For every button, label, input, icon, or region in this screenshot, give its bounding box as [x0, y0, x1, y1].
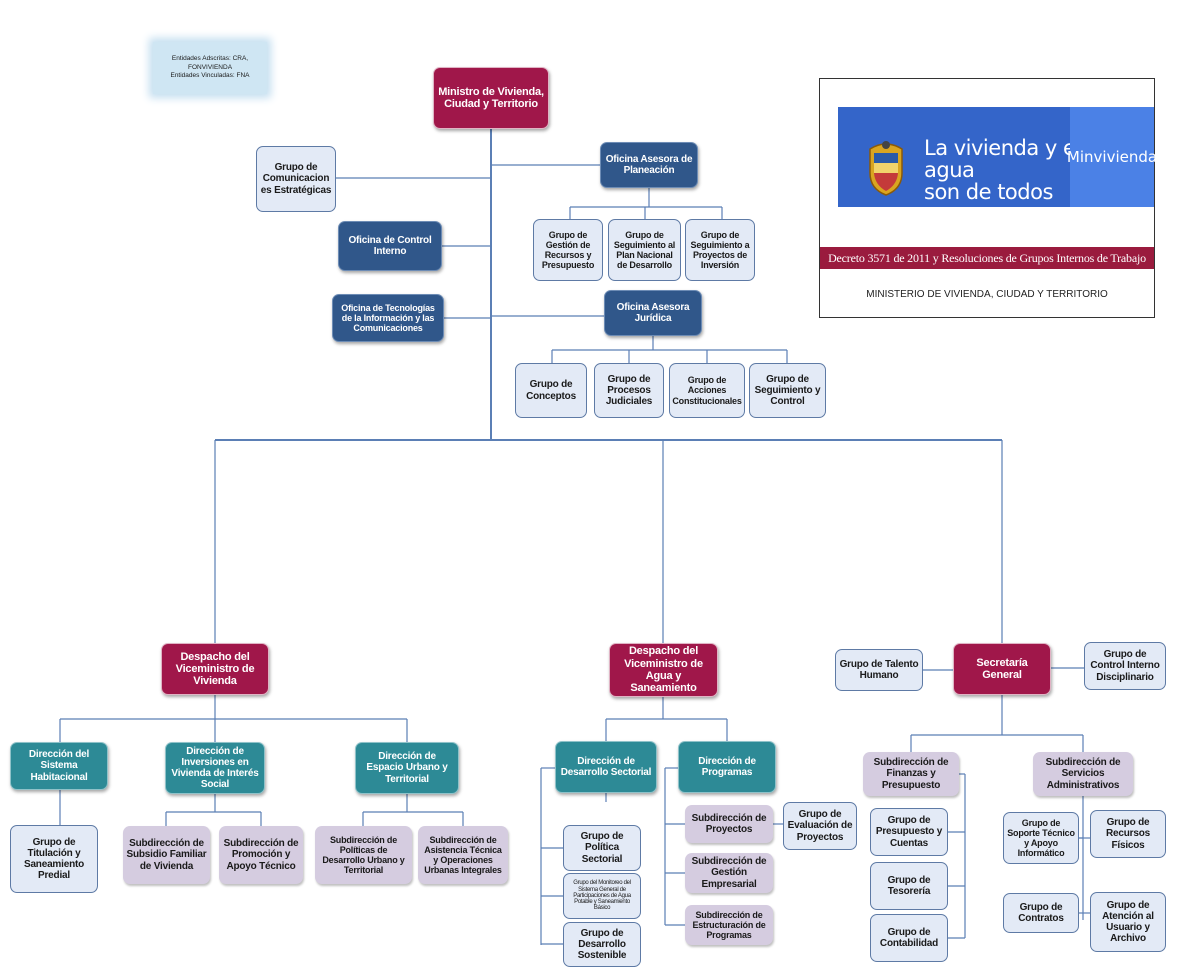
- grupo-monitoreo-node: Grupo del Monitoreo del Sistema General …: [563, 873, 641, 919]
- grupo-atencion-node: Grupo de Atención al Usuario y Archivo: [1090, 892, 1166, 952]
- oficina-tic-node: Oficina de Tecnologías de la Información…: [332, 294, 444, 342]
- grupo-control-disciplinario-node: Grupo de Control Interno Disciplinario: [1084, 642, 1166, 690]
- grupo-soporte-node: Grupo de Soporte Técnico y Apoyo Informá…: [1003, 812, 1079, 864]
- sub-estructuracion-node: Subdirección de Estructuración de Progra…: [685, 905, 773, 945]
- oficina-juridica-node: Oficina Asesora Jurídica: [604, 290, 702, 336]
- vice-vivienda-node: Despacho del Viceministro de Vivienda: [161, 643, 269, 695]
- grupo-evaluacion-node: Grupo de Evaluación de Proyectos: [783, 802, 857, 850]
- grupo-conceptos-node: Grupo de Conceptos: [515, 363, 587, 418]
- grupo-gestion-recursos-node: Grupo de Gestión de Recursos y Presupues…: [533, 219, 603, 281]
- grupo-talento-node: Grupo de Talento Humano: [835, 649, 923, 691]
- vice-agua-node: Despacho del Viceministro de Agua y Sane…: [609, 643, 718, 697]
- grupo-acciones-node: Grupo de Acciones Constitucionales: [669, 363, 745, 418]
- sub-proyectos-node: Subdirección de Proyectos: [685, 805, 773, 843]
- grupo-desarrollo-sostenible-node: Grupo de Desarrollo Sostenible: [563, 922, 641, 967]
- ministry-name: MINISTERIO DE VIVIENDA, CIUDAD Y TERRITO…: [866, 289, 1108, 300]
- slogan-line-2: son de todos: [924, 180, 1053, 205]
- dir-espacio-urbano-node: Dirección de Espacio Urbano y Territoria…: [355, 742, 459, 794]
- logo-band: La vivienda y el agua son de todos Minvi…: [838, 107, 1157, 207]
- minister-node: Ministro de Vivienda, Ciudad y Territori…: [433, 67, 549, 129]
- sub-asistencia-node: Subdirección de Asistencia Técnica y Ope…: [418, 826, 508, 884]
- sub-servicios-node: Subdirección de Servicios Administrativo…: [1033, 752, 1133, 796]
- sub-promocion-node: Subdirección de Promoción y Apoyo Técnic…: [219, 826, 303, 884]
- oficina-control-interno-node: Oficina de Control Interno: [338, 221, 442, 271]
- dir-inversiones-node: Dirección de Inversiones en Vivienda de …: [165, 742, 265, 794]
- grupo-seguimiento-proyectos-node: Grupo de Seguimiento a Proyectos de Inve…: [685, 219, 755, 281]
- logo-slogan: La vivienda y el agua son de todos: [924, 137, 1089, 203]
- coat-of-arms-icon: [869, 141, 903, 196]
- sub-gestion-empresarial-node: Subdirección de Gestión Empresarial: [685, 853, 773, 893]
- grupo-comunicaciones-node: Grupo de Comunicacion es Estratégicas: [256, 146, 336, 212]
- linked-entities-text: Entidades Vinculadas: FNA: [170, 72, 250, 80]
- grupo-seguimiento-control-node: Grupo de Seguimiento y Control: [749, 363, 826, 418]
- grupo-seguimiento-plan-node: Grupo de Seguimiento al Plan Nacional de…: [608, 219, 681, 281]
- minvivienda-brand: Minvivienda: [1067, 107, 1157, 207]
- dir-sistema-habitacional-node: Dirección del Sistema Habitacional: [10, 742, 108, 790]
- decree-banner: Decreto 3571 de 2011 y Resoluciones de G…: [820, 247, 1154, 269]
- dir-desarrollo-sectorial-node: Dirección de Desarrollo Sectorial: [555, 741, 657, 793]
- slogan-line-1: La vivienda y el agua: [924, 136, 1081, 183]
- sub-subsidio-node: Subdirección de Subsidio Familiar de Viv…: [123, 826, 210, 884]
- ministry-logo-card: La vivienda y el agua son de todos Minvi…: [819, 78, 1157, 318]
- oficina-planeacion-node: Oficina Asesora de Planeación: [600, 142, 698, 188]
- grupo-presupuesto-cuentas-node: Grupo de Presupuesto y Cuentas: [870, 808, 948, 856]
- grupo-tesoreria-node: Grupo de Tesorería: [870, 862, 948, 910]
- sub-finanzas-node: Subdirección de Finanzas y Presupuesto: [863, 752, 959, 796]
- grupo-contabilidad-node: Grupo de Contabilidad: [870, 914, 948, 962]
- grupo-titulacion-node: Grupo de Titulación y Saneamiento Predia…: [10, 825, 98, 893]
- sub-politicas-node: Subdirección de Políticas de Desarrollo …: [315, 826, 412, 884]
- attached-entities-text: Entidades Adscritas: CRA, FONVIVIENDA: [171, 55, 249, 71]
- grupo-contratos-node: Grupo de Contratos: [1003, 893, 1079, 933]
- grupo-politica-sectorial-node: Grupo de Política Sectorial: [563, 825, 641, 871]
- attached-entities-note: Entidades Adscritas: CRA, FONVIVIENDA En…: [153, 42, 267, 94]
- dir-programas-node: Dirección de Programas: [678, 741, 776, 793]
- secretaria-node: Secretaría General: [953, 643, 1051, 695]
- grupo-procesos-node: Grupo de Procesos Judiciales: [594, 363, 664, 418]
- grupo-recursos-fisicos-node: Grupo de Recursos Físicos: [1090, 810, 1166, 858]
